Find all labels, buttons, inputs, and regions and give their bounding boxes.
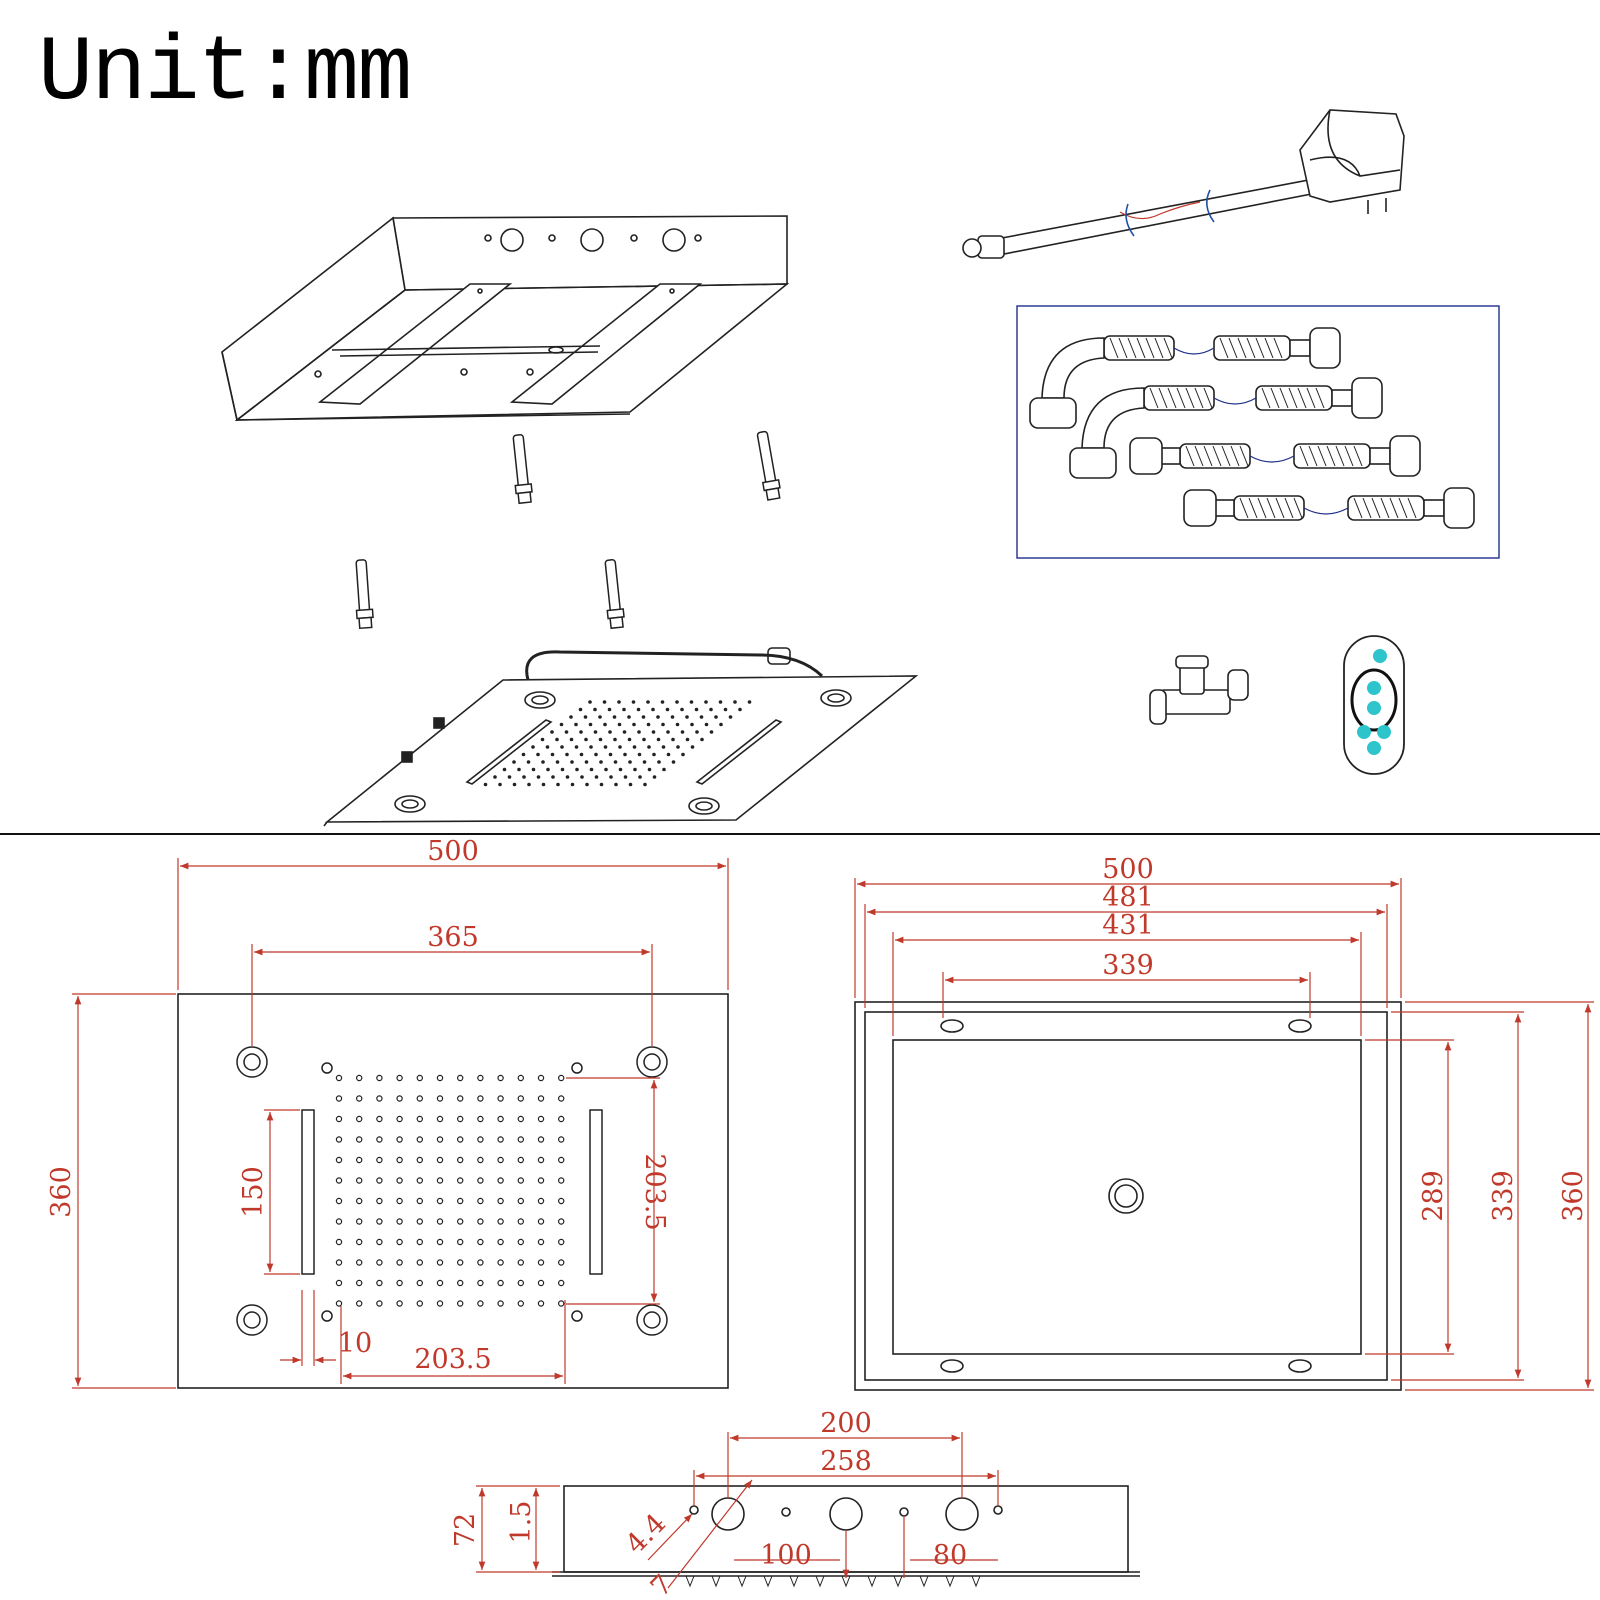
front-width-label: 500 — [427, 836, 479, 867]
front-view-drawing — [177, 993, 729, 1389]
front-right-spacing-label: 203.5 — [639, 1153, 670, 1230]
front-bottom-spacing-label: 203.5 — [414, 1344, 491, 1375]
side-hole-span-label: 258 — [820, 1446, 872, 1477]
screw-anchor-set — [355, 430, 781, 630]
side-spacing-a-label: 100 — [760, 1540, 812, 1571]
remote-control-illustration — [1343, 635, 1405, 775]
rear-outer-width-label: 500 — [1102, 854, 1154, 885]
rear-frame-height-label: 339 — [1488, 1170, 1519, 1222]
rear-view-drawing — [854, 1001, 1402, 1391]
side-outlet-span-label: 200 — [820, 1408, 872, 1439]
front-view-dimensions — [72, 858, 729, 1389]
side-height-label: 72 — [450, 1513, 481, 1547]
front-hole-spacing-label: 365 — [427, 922, 479, 953]
unit-title: Unit:mm — [38, 21, 412, 126]
led-strip-length-label: 150 — [238, 1166, 269, 1218]
front-view-dimension-labels: 500 365 360 150 203.5 203.5 10 — [46, 836, 670, 1375]
large-hole-diameter-label: 7 — [645, 1569, 679, 1600]
side-spacing-b-label: 80 — [933, 1540, 967, 1571]
rear-inner-height-label: 289 — [1418, 1170, 1449, 1222]
rear-frame-width-label: 481 — [1102, 882, 1154, 913]
small-hole-diameter-label: 4.4 — [620, 1508, 672, 1560]
rear-view-dimensions — [854, 878, 1594, 1391]
rear-slot-spacing-label: 339 — [1102, 950, 1154, 981]
led-power-adapter-illustration — [962, 109, 1405, 259]
mounting-box-illustration — [221, 215, 790, 422]
rear-inner-width-label: 431 — [1102, 910, 1154, 941]
rear-outer-height-label: 360 — [1558, 1170, 1589, 1222]
side-view-dimensions — [476, 1432, 999, 1589]
braided-hoses-illustration — [1016, 305, 1500, 559]
rear-view-dimension-labels: 500 481 431 339 289 339 360 — [1102, 854, 1589, 1222]
side-lip-label: 1.5 — [506, 1501, 537, 1544]
shower-head-panel-illustration — [323, 647, 919, 827]
front-height-label: 360 — [46, 1166, 77, 1218]
tee-connector-illustration — [1149, 655, 1249, 725]
front-offset-label: 10 — [338, 1328, 372, 1359]
